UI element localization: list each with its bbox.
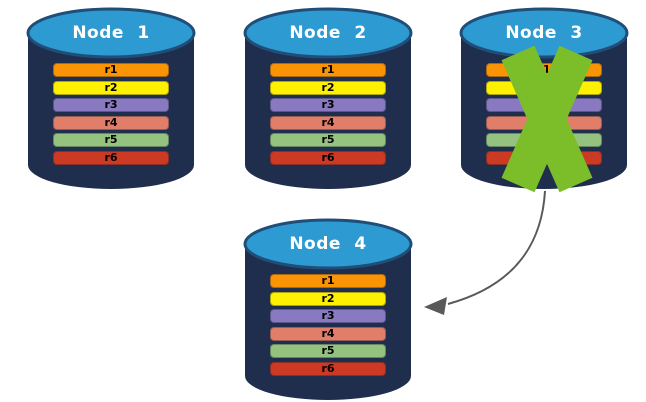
replica-label: r2 <box>537 80 551 94</box>
replica-row-r4: r4 <box>270 115 386 130</box>
node-4: Node 4 r1 r2 r3 r4 r5 r6 <box>242 217 414 402</box>
replica-row-r5: r5 <box>270 344 386 358</box>
replica-label: r2 <box>104 80 118 94</box>
replica-label: r1 <box>104 63 118 76</box>
replica-label: r1 <box>321 63 335 76</box>
replica-row-r2: r2 <box>53 80 169 95</box>
cylinder-top <box>243 7 413 59</box>
replica-row-r6: r6 <box>53 150 169 165</box>
replica-label: r1 <box>321 274 335 287</box>
replica-row-r2: r2 <box>270 291 386 306</box>
replica-label: r3 <box>321 98 335 111</box>
replica-label: r5 <box>321 344 335 357</box>
replica-label: r5 <box>537 133 551 146</box>
replica-label: r1 <box>537 63 551 76</box>
replica-row-r4: r4 <box>486 115 602 130</box>
replica-row-r3: r3 <box>53 98 169 112</box>
replica-label: r3 <box>104 98 118 111</box>
replica-rows: r1 r2 r3 r4 r5 r6 <box>486 63 602 168</box>
node-3: Node 3 r1 r2 r3 r4 r5 r6 <box>458 6 630 192</box>
replica-row-r5: r5 <box>270 133 386 147</box>
node-1: Node 1 r1 r2 r3 r4 r5 r6 <box>25 6 197 192</box>
replica-label: r3 <box>537 98 551 111</box>
replica-row-r6: r6 <box>486 150 602 165</box>
replica-label: r3 <box>321 309 335 322</box>
replica-label: r6 <box>104 150 118 164</box>
replica-label: r6 <box>321 150 335 164</box>
cylinder-top <box>26 7 196 59</box>
replica-label: r5 <box>104 133 118 146</box>
replica-row-r1: r1 <box>53 63 169 77</box>
arrow-head-icon <box>424 297 447 315</box>
replica-rows: r1 r2 r3 r4 r5 r6 <box>53 63 169 168</box>
replica-rows: r1 r2 r3 r4 r5 r6 <box>270 274 386 379</box>
replica-row-r1: r1 <box>270 63 386 77</box>
replica-label: r6 <box>537 150 551 164</box>
node-title: Node 2 <box>289 23 367 43</box>
replica-row-r3: r3 <box>486 98 602 112</box>
replica-label: r6 <box>321 361 335 375</box>
replica-row-r3: r3 <box>270 98 386 112</box>
replica-row-r5: r5 <box>486 133 602 147</box>
arrow-curve <box>447 190 546 305</box>
node-title: Node 3 <box>505 23 583 43</box>
replica-row-r2: r2 <box>486 80 602 95</box>
replica-row-r3: r3 <box>270 309 386 323</box>
node-title: Node 1 <box>72 23 150 43</box>
replica-row-r1: r1 <box>270 274 386 288</box>
replica-row-r4: r4 <box>270 326 386 341</box>
replica-label: r4 <box>321 326 335 340</box>
replica-label: r2 <box>321 291 335 305</box>
replica-row-r4: r4 <box>53 115 169 130</box>
replica-row-r1: r1 <box>486 63 602 77</box>
replica-label: r5 <box>321 133 335 146</box>
replica-row-r6: r6 <box>270 361 386 376</box>
replica-label: r2 <box>321 80 335 94</box>
replica-row-r2: r2 <box>270 80 386 95</box>
replica-label: r4 <box>104 115 118 129</box>
cylinder-top <box>243 218 413 270</box>
replica-row-r5: r5 <box>53 133 169 147</box>
replica-rows: r1 r2 r3 r4 r5 r6 <box>270 63 386 168</box>
node-title: Node 4 <box>289 234 367 254</box>
node-2: Node 2 r1 r2 r3 r4 r5 r6 <box>242 6 414 192</box>
replica-label: r4 <box>537 115 551 129</box>
replica-label: r4 <box>321 115 335 129</box>
replica-row-r6: r6 <box>270 150 386 165</box>
